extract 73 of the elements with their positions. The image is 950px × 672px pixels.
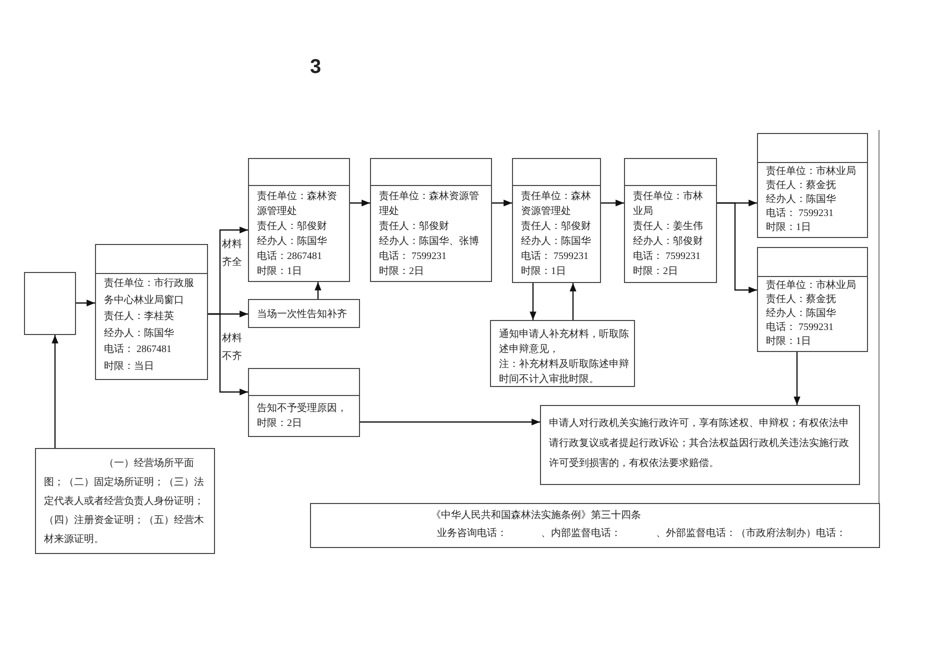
- node-text: 业务咨询电话：: [437, 526, 507, 540]
- arrow: [794, 352, 800, 405]
- node-text: 当场一次性告知补齐: [257, 308, 348, 322]
- node-text: 电话：2867481: [257, 250, 323, 264]
- node-text: 责任人：蔡金抚: [766, 293, 837, 307]
- arrow: [360, 418, 540, 426]
- process-box: [248, 299, 360, 328]
- node-text: 责任人：邬俊财: [257, 220, 328, 234]
- node-text: 责任单位：森林资源管理处: [379, 190, 480, 219]
- node-text: 时限：1日: [521, 264, 567, 279]
- node-text: 电话： 7599231: [766, 321, 834, 335]
- node-text: 经办人：陈国华: [257, 234, 328, 249]
- node-text: 责任人：邬俊财: [379, 220, 450, 234]
- title-number: 3: [310, 56, 322, 79]
- applicant-box: [24, 272, 76, 335]
- node-text: 、内部监督电话：: [541, 526, 621, 540]
- process-box: [757, 133, 868, 238]
- process-box: [95, 244, 208, 380]
- node-text: 经办人：邬俊财: [633, 234, 704, 249]
- materials-box: [35, 448, 215, 554]
- node-text: 经办人：陈国华: [766, 307, 837, 321]
- node-text: 经办人：陈国华: [766, 193, 837, 207]
- info-box: [310, 503, 880, 548]
- arrow: [717, 202, 757, 294]
- node-text: 告知不予受理原因，: [257, 402, 348, 416]
- node-text: 经办人：陈国华、张博: [379, 234, 480, 249]
- node-text: 《中华人民共和国森林法实施条例》第三十四条: [431, 508, 641, 522]
- node-text: 电话： 7599231: [766, 207, 834, 221]
- node-text: 、外部监督电话：（市政府法制办）电话：: [656, 526, 846, 540]
- node-text: 时限：1日: [766, 221, 812, 235]
- arrow: [350, 200, 370, 206]
- node-text: 经办人：陈国华: [104, 326, 175, 340]
- note-box: [490, 320, 635, 387]
- arrow: [601, 200, 624, 206]
- process-box: [248, 368, 360, 437]
- arrow: [492, 200, 512, 206]
- node-text: 经办人：陈国华: [521, 234, 592, 249]
- node-text: （一）经营场所平面图；（二）固定场所证明；（三）法定代表人或者经营负责人身份证明；（四）注册资金证明；（五）经营木材来源证明。: [44, 456, 205, 547]
- arrow: [314, 282, 322, 299]
- arrow: [530, 283, 536, 320]
- node-text: 责任人：邬俊财: [521, 220, 592, 234]
- process-box: [757, 247, 868, 352]
- node-text: 时限：1日: [766, 335, 812, 349]
- note-box: [540, 405, 860, 485]
- node-text: 时限：2日: [633, 264, 679, 279]
- node-text: 责任单位：森林资源管理处: [521, 190, 592, 219]
- node-text: 注：补充材料及听取陈述申辩时间不计入审批时限。: [499, 358, 630, 387]
- node-text: 责任单位：市林业局: [766, 165, 857, 179]
- node-text: 责任人：蔡金抚: [766, 179, 837, 193]
- node-text: 责任单位：市林业局: [633, 190, 704, 219]
- arrow: [52, 335, 58, 448]
- node-text: 责任人：李桂英: [104, 310, 175, 324]
- node-text: 通知申请人补充材料，听取陈述申辩意见，: [499, 328, 630, 357]
- node-text: 时限：当日: [104, 360, 155, 374]
- node-text: 电话： 7599231: [521, 250, 590, 264]
- node-text: 责任单位：市林业局: [766, 279, 857, 293]
- process-box: [512, 158, 601, 283]
- node-text: 电话： 7599231: [633, 250, 702, 264]
- node-text: 电话： 7599231: [379, 250, 448, 264]
- node-text: 申请人对行政机关实施行政许可，享有陈述权、申辩权；有权依法申请行政复议或者提起行政诉讼；其合法权益因行政机关违法实施行政许可受到损害的，有权依法要求赔偿。: [549, 416, 850, 471]
- process-box: [370, 158, 492, 282]
- arrow: [570, 283, 576, 320]
- node-text: 时限：2日: [257, 416, 303, 431]
- node-text: 时限：2日: [379, 264, 425, 279]
- node-text: 时限：1日: [257, 264, 303, 279]
- node-text: 电话： 2867481: [104, 342, 172, 357]
- process-box: [248, 158, 350, 282]
- arrow: [208, 313, 248, 396]
- node-text: 责任单位：森林资源管理处: [257, 190, 338, 219]
- process-box: [624, 158, 717, 283]
- arrow: [76, 300, 95, 306]
- node-text: 责任人：姜生伟: [633, 220, 704, 234]
- node-text: 责任单位：市行政服务中心林业局窗口: [104, 276, 195, 308]
